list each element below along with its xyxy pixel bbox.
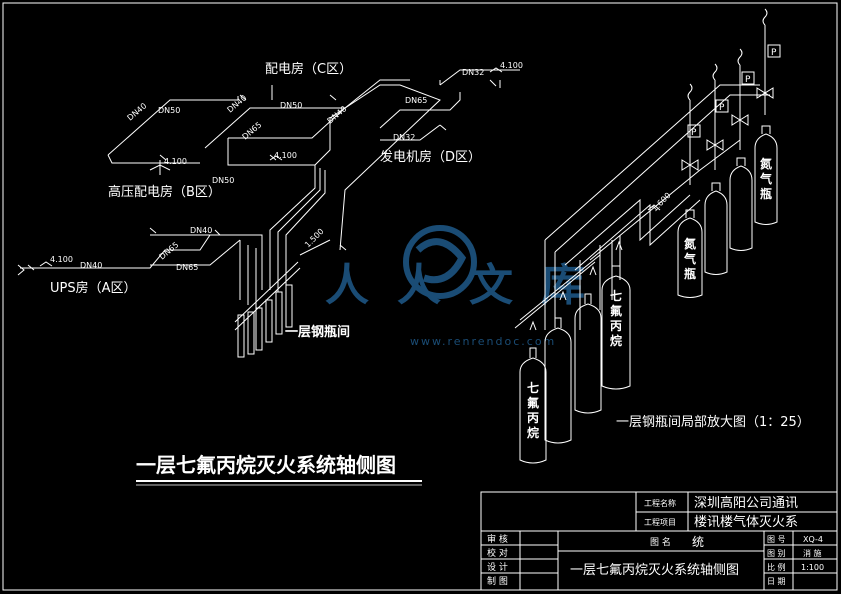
- cylinder-text: 氮气瓶: [759, 156, 772, 201]
- label-steel-room: 一层钢瓶间: [285, 324, 350, 340]
- pipe-label: DN32: [462, 68, 484, 77]
- pipe-label: DN65: [176, 263, 198, 272]
- row-check: 校 对: [487, 547, 508, 559]
- project-name: 深圳高阳公司通讯: [694, 495, 798, 511]
- project-item-label: 工程项目: [644, 518, 676, 527]
- row-category-label: 图 别: [767, 549, 786, 558]
- label-enlarged-view: 一层钢瓶间局部放大图（1：25）: [616, 415, 810, 430]
- row-draw: 制 图: [487, 575, 508, 587]
- title-block: [480, 491, 838, 591]
- nitrogen-cylinder-label: 氮气瓶: [759, 156, 772, 201]
- left-piping: [17, 67, 520, 358]
- project-item: 楼讯楼气体灭火系: [694, 514, 798, 530]
- label-d-zone: 发电机房（D区）: [380, 149, 481, 165]
- drawing-name-label: 图 名: [650, 536, 671, 548]
- label-a-zone: UPS房（A区）: [50, 280, 137, 296]
- drawing-title: 一层七氟丙烷灭火系统轴侧图: [570, 563, 739, 578]
- elevation-label: 4.100: [274, 151, 297, 160]
- zone-labels: 配电房（C区） 高压配电房（B区） 发电机房（D区） UPS房（A区） 一层钢瓶…: [50, 61, 810, 430]
- row-category-value: 消 施: [803, 548, 822, 558]
- cylinder-text: 氮气瓶: [683, 236, 696, 281]
- row-drawing-number-value: XQ-4: [803, 535, 823, 544]
- drawing-name-value: 统: [692, 535, 704, 549]
- watermark: 人人文库 www.renrendoc.com: [325, 225, 613, 348]
- row-drawing-number-label: 图 号: [767, 535, 786, 544]
- agent-cylinder-label: 七氟丙烷: [610, 289, 622, 348]
- cylinder-text: 七氟丙烷: [610, 289, 622, 348]
- pressure-switch-marks: P P P P: [691, 48, 777, 138]
- elevation-label: 4.100: [50, 255, 73, 264]
- cylinder-text: 七氟丙烷: [527, 381, 539, 440]
- row-design: 设 计: [487, 561, 508, 573]
- main-title: 一层七氟丙烷灭火系统轴侧图: [136, 453, 396, 477]
- pipe-label: DN40: [80, 261, 102, 270]
- right-piping: [514, 8, 781, 464]
- cylinder-labels: 七氟丙烷 七氟丙烷 氮气瓶 氮气瓶: [527, 156, 772, 440]
- agent-cylinder-label: 七氟丙烷: [527, 381, 539, 440]
- watermark-logo-icon: [403, 225, 477, 299]
- row-scale-label: 比 例: [767, 562, 786, 572]
- watermark-url: www.renrendoc.com: [410, 335, 556, 348]
- pipe-label: DN50: [280, 101, 302, 110]
- pipe-label: DN32: [393, 133, 415, 142]
- elevation-label: 4.100: [500, 61, 523, 70]
- label-c-zone: 配电房（C区）: [265, 61, 352, 77]
- pressure-switch-label: P: [691, 128, 697, 138]
- row-scale-value: 1:100: [801, 563, 824, 572]
- row-review: 审 核: [487, 533, 508, 545]
- pressure-switch-label: P: [771, 48, 777, 58]
- pipe-label: DN50: [158, 106, 180, 115]
- pressure-switch-label: P: [745, 75, 751, 85]
- row-date-label: 日 期: [767, 577, 786, 586]
- title-block-text: 工程名称 深圳高阳公司通讯 工程项目 楼讯楼气体灭火系 图 名 统 一层七氟丙烷…: [487, 495, 824, 587]
- watermark-text: 人人文库: [325, 260, 613, 311]
- pipe-label: DN65: [405, 96, 427, 105]
- pressure-switch-label: P: [719, 103, 725, 113]
- pipe-label: DN40: [190, 226, 212, 235]
- label-b-zone: 高压配电房（B区）: [108, 184, 221, 200]
- nitrogen-cylinder-label: 氮气瓶: [683, 236, 696, 281]
- project-name-label: 工程名称: [644, 498, 676, 508]
- pipe-label: DN50: [212, 176, 234, 185]
- elevation-label: 4.100: [164, 157, 187, 166]
